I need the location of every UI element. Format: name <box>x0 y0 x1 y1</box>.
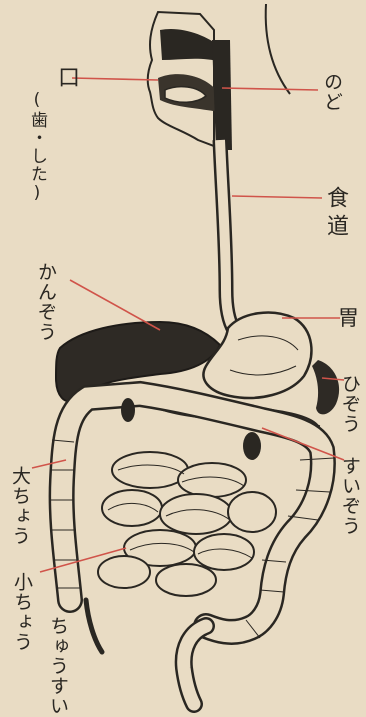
label-large-intestine: 大ちょう <box>10 466 29 546</box>
label-stomach: 胃 <box>338 308 360 329</box>
cut-tube-left <box>121 398 135 422</box>
label-mouth: 口 <box>58 68 81 90</box>
label-throat: のど <box>322 72 341 112</box>
label-esophagus: 食道 <box>324 186 346 242</box>
neck-outline <box>266 4 290 94</box>
label-pancreas: すいぞう <box>340 456 359 536</box>
label-appendix: ちゅうすい <box>48 616 67 716</box>
label-small-intestine: 小ちょう <box>12 572 31 652</box>
pointer-mouth <box>72 78 158 80</box>
label-mouth-sub: (歯・した) <box>28 90 45 204</box>
label-spleen: ひぞう <box>340 374 359 434</box>
appendix-shape <box>86 600 102 652</box>
stomach-shape <box>203 313 311 398</box>
label-liver: かんぞう <box>36 262 55 342</box>
cut-tube-right <box>243 432 261 460</box>
pointer-liver <box>70 280 160 330</box>
pointer-throat <box>222 88 318 90</box>
small-intestine-coils <box>98 452 276 596</box>
pointer-esophagus <box>232 196 322 198</box>
spleen-shape <box>312 360 339 414</box>
